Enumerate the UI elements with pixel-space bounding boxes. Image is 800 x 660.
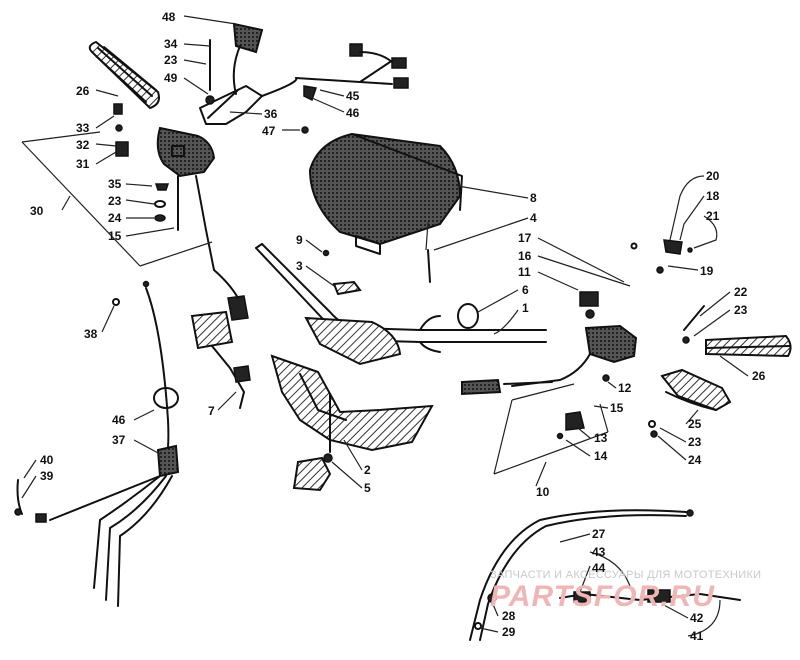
callout-29: 29: [502, 625, 516, 639]
handlebar-tube: [255, 243, 547, 366]
callout-41: 41: [690, 629, 704, 643]
right-fasteners: [556, 239, 705, 440]
callout-43: 43: [592, 545, 606, 559]
callout-10: 10: [536, 485, 550, 499]
parts-drawing: [14, 22, 792, 641]
callout-49: 49: [164, 71, 178, 85]
callout-35: 35: [108, 177, 122, 191]
callout-24: 24: [688, 453, 702, 467]
watermark: ЗАПЧАСТИ И АКСЕССУАРЫ ДЛЯ МОТОТЕХНИКИ PA…: [490, 569, 761, 613]
wire-harness-45: [295, 43, 409, 134]
callout-26: 26: [752, 369, 766, 383]
callout-15: 15: [610, 401, 624, 415]
callout-1: 1: [522, 301, 529, 315]
callout-4: 4: [530, 211, 537, 225]
callout-36: 36: [264, 107, 278, 121]
callout-2: 2: [364, 463, 371, 477]
callout-12: 12: [618, 381, 632, 395]
callout-3: 3: [296, 259, 303, 273]
throttle-lever: [660, 368, 732, 412]
callout-17: 17: [518, 231, 532, 245]
callout-14: 14: [594, 449, 608, 463]
callout-47: 47: [262, 124, 276, 138]
watermark-caption: ЗАПЧАСТИ И АКСЕССУАРЫ ДЛЯ МОТОТЕХНИКИ: [490, 569, 761, 581]
callout-46: 46: [112, 413, 126, 427]
leader-lines: [21, 15, 749, 637]
watermark-logo: PARTSFOR.RU: [490, 580, 715, 613]
callout-19: 19: [700, 264, 714, 278]
callout-7: 7: [208, 404, 215, 418]
callout-34: 34: [164, 37, 178, 51]
callout-23: 23: [734, 303, 748, 317]
callout-18: 18: [706, 189, 720, 203]
callout-30: 30: [30, 204, 44, 218]
handlebar-pad: [308, 132, 463, 255]
callout-23: 23: [688, 435, 702, 449]
callout-labels: 48 34 23 49 26 33 32 31 36 45 46 47 30 3…: [30, 10, 766, 643]
callout-8: 8: [530, 191, 537, 205]
callout-27: 27: [592, 527, 606, 541]
right-grip: [705, 334, 792, 358]
callout-44: 44: [592, 561, 606, 575]
callout-31: 31: [76, 157, 90, 171]
callout-5: 5: [364, 481, 371, 495]
hose-clamp-ring: [457, 303, 479, 329]
brake-lever-bracket: [199, 22, 298, 125]
callout-48: 48: [162, 10, 176, 24]
callout-45: 45: [346, 89, 360, 103]
brake-cable: [469, 509, 741, 641]
left-fasteners: [154, 175, 179, 231]
right-switch-housing: [461, 291, 638, 396]
callout-25: 25: [688, 417, 702, 431]
callout-23: 23: [164, 53, 178, 67]
callout-39: 39: [40, 469, 54, 483]
left-switch-housing: [113, 103, 216, 178]
callout-23: 23: [108, 194, 122, 208]
clamp-3: [322, 249, 431, 296]
callout-46: 46: [346, 106, 360, 120]
callout-11: 11: [518, 265, 531, 279]
callout-20: 20: [706, 169, 720, 183]
callout-38: 38: [84, 327, 98, 341]
callout-24: 24: [108, 211, 122, 225]
callout-16: 16: [518, 249, 532, 263]
callout-9: 9: [296, 233, 303, 247]
callout-26: 26: [76, 84, 90, 98]
callout-33: 33: [76, 121, 90, 135]
callout-15: 15: [108, 229, 122, 243]
callout-21: 21: [706, 209, 720, 223]
caution-decal: [190, 310, 251, 409]
callout-28: 28: [502, 609, 516, 623]
callout-42: 42: [690, 611, 704, 625]
left-grip: [88, 40, 160, 110]
lower-mount-bracket: [270, 354, 434, 452]
callout-32: 32: [76, 138, 90, 152]
callout-22: 22: [734, 285, 748, 299]
callout-37: 37: [112, 433, 126, 447]
callout-6: 6: [522, 283, 529, 297]
callout-40: 40: [40, 453, 54, 467]
mount-block: [292, 393, 333, 492]
group-brackets: [21, 131, 609, 475]
left-cables: [14, 175, 249, 607]
callout-13: 13: [594, 431, 608, 445]
